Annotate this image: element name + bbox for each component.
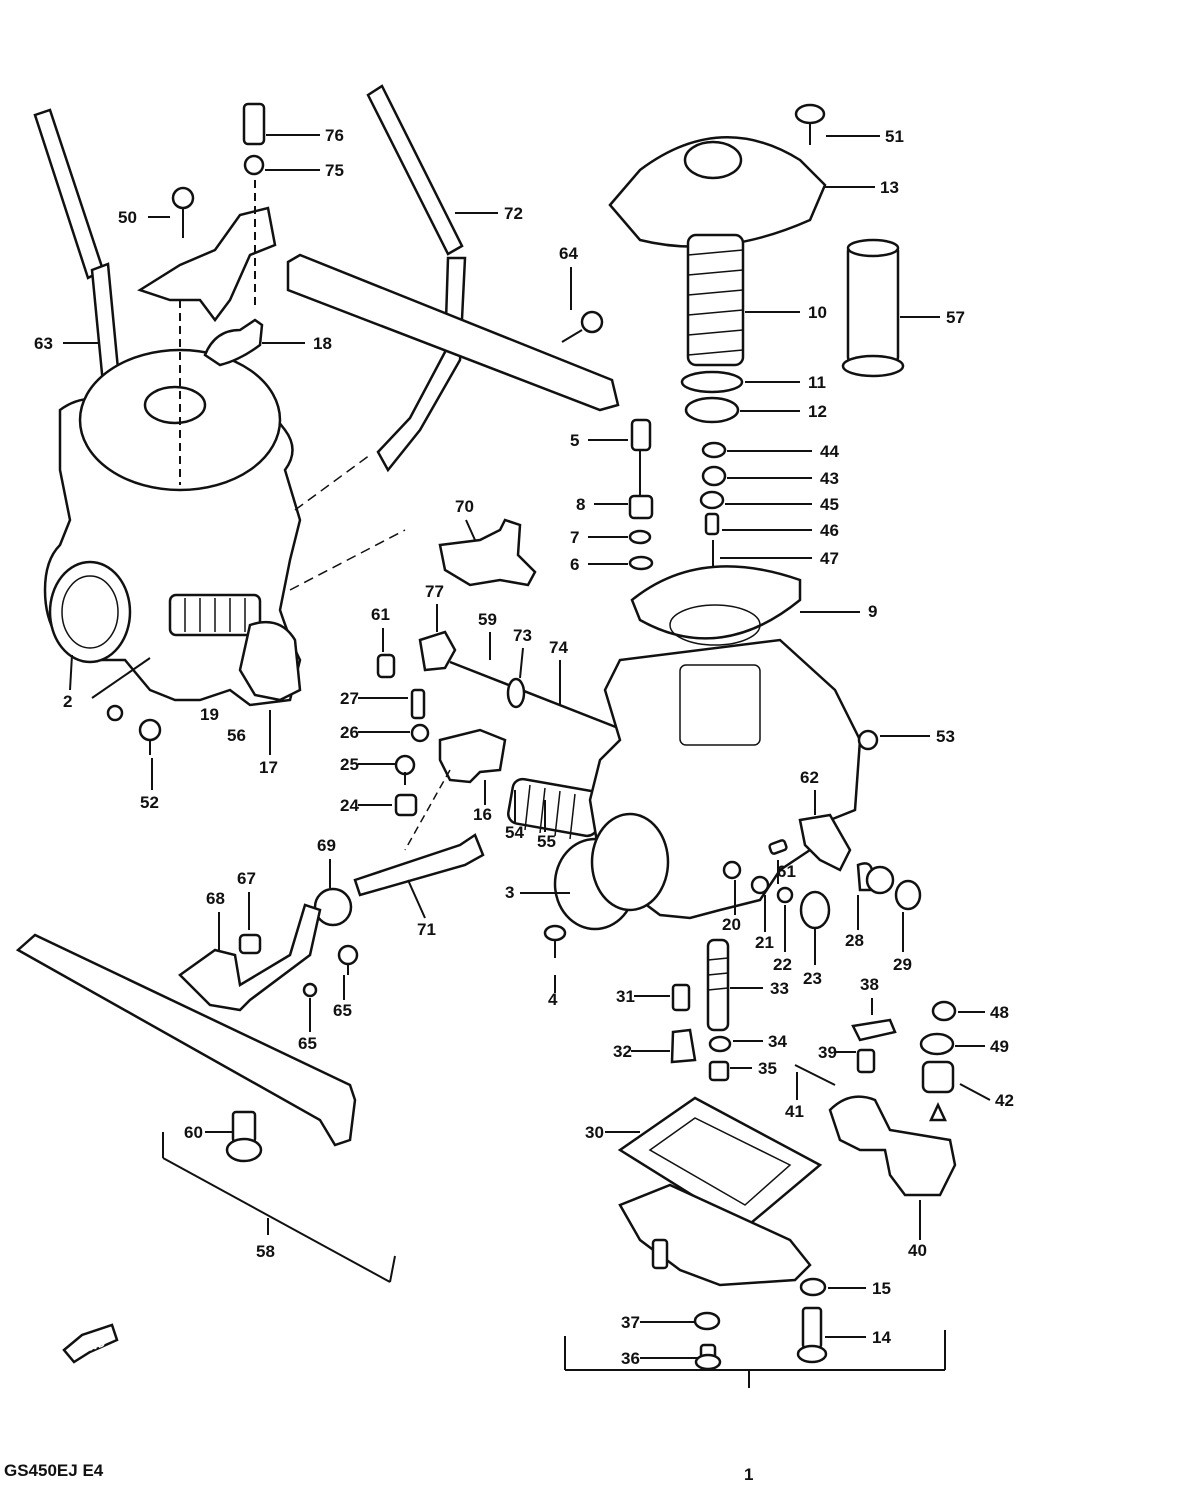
right-carburetor-drawing — [543, 103, 957, 1388]
part-label-48: 48 — [990, 1003, 1009, 1022]
part-label-59: 59 — [478, 610, 497, 629]
part-label-3: 3 — [505, 883, 514, 902]
model-code: GS450EJ E4 — [4, 1461, 104, 1480]
part-label-20: 20 — [722, 915, 741, 934]
part-label-25: 25 — [340, 755, 359, 774]
part-label-6: 6 — [570, 555, 579, 574]
part-label-18: 18 — [313, 334, 332, 353]
part-label-1: 1 — [744, 1465, 753, 1484]
part-label-72: 72 — [504, 204, 523, 223]
part-label-29: 29 — [893, 955, 912, 974]
part-label-4: 4 — [548, 990, 558, 1009]
part-label-33: 33 — [770, 979, 789, 998]
part-label-61: 61 — [777, 862, 796, 881]
part-label-41: 41 — [785, 1102, 804, 1121]
part-label-51: 51 — [885, 127, 904, 146]
part-label-21: 21 — [755, 933, 774, 952]
leader-line-73 — [519, 647, 524, 679]
part-label-58: 58 — [256, 1242, 275, 1261]
part-label-50: 50 — [118, 208, 137, 227]
part-label-61: 61 — [371, 605, 390, 624]
part-number-labels: 1234567891011121314151617181920212223242… — [34, 126, 1014, 1484]
part-label-56: 56 — [227, 726, 246, 745]
part-label-8: 8 — [576, 495, 585, 514]
part-label-74: 74 — [549, 638, 568, 657]
part-label-73: 73 — [513, 626, 532, 645]
part-label-70: 70 — [455, 497, 474, 516]
part-label-35: 35 — [758, 1059, 777, 1078]
part-label-49: 49 — [990, 1037, 1009, 1056]
part-label-14: 14 — [872, 1328, 891, 1347]
part-label-47: 47 — [820, 549, 839, 568]
part-label-22: 22 — [773, 955, 792, 974]
part-label-75: 75 — [325, 161, 344, 180]
part-label-71: 71 — [417, 920, 436, 939]
callout-leader-lines — [63, 134, 991, 1359]
part-label-16: 16 — [473, 805, 492, 824]
part-label-53: 53 — [936, 727, 955, 746]
part-label-60: 60 — [184, 1123, 203, 1142]
part-label-64: 64 — [559, 244, 578, 263]
leader-line-42 — [959, 1083, 991, 1101]
part-label-65: 65 — [333, 1001, 352, 1020]
part-label-45: 45 — [820, 495, 839, 514]
part-label-54: 54 — [505, 823, 524, 842]
part-label-23: 23 — [803, 969, 822, 988]
leader-line-70 — [465, 519, 476, 541]
part-label-10: 10 — [808, 303, 827, 322]
front-direction-marker: FWD — [62, 1323, 119, 1364]
left-carburetor-drawing — [33, 84, 467, 755]
leader-line-2 — [69, 654, 73, 691]
part-label-9: 9 — [868, 602, 877, 621]
part-label-11: 11 — [808, 373, 826, 392]
part-label-52: 52 — [140, 793, 159, 812]
part-label-5: 5 — [570, 431, 579, 450]
part-label-57: 57 — [946, 308, 965, 327]
part-label-55: 55 — [537, 832, 556, 851]
part-label-65: 65 — [298, 1034, 317, 1053]
part-label-28: 28 — [845, 931, 864, 950]
part-label-43: 43 — [820, 469, 839, 488]
part-label-36: 36 — [621, 1349, 640, 1368]
part-label-68: 68 — [206, 889, 225, 908]
part-label-12: 12 — [808, 402, 827, 421]
part-label-31: 31 — [616, 987, 635, 1006]
part-label-77: 77 — [425, 582, 444, 601]
part-label-2: 2 — [63, 692, 72, 711]
part-label-37: 37 — [621, 1313, 640, 1332]
part-label-67: 67 — [237, 869, 256, 888]
part-label-34: 34 — [768, 1032, 787, 1051]
part-label-76: 76 — [325, 126, 344, 145]
part-label-26: 26 — [340, 723, 359, 742]
part-label-44: 44 — [820, 442, 839, 461]
part-label-63: 63 — [34, 334, 53, 353]
part-label-19: 19 — [200, 705, 219, 724]
part-label-40: 40 — [908, 1241, 927, 1260]
part-label-46: 46 — [820, 521, 839, 540]
part-label-39: 39 — [818, 1043, 837, 1062]
part-label-38: 38 — [860, 975, 879, 994]
part-label-24: 24 — [340, 796, 359, 815]
part-label-32: 32 — [613, 1042, 632, 1061]
part-label-42: 42 — [995, 1091, 1014, 1110]
leader-line-71 — [407, 879, 426, 919]
part-label-30: 30 — [585, 1123, 604, 1142]
part-label-15: 15 — [872, 1279, 891, 1298]
part-label-69: 69 — [317, 836, 336, 855]
part-label-13: 13 — [880, 178, 899, 197]
part-label-7: 7 — [570, 528, 579, 547]
part-label-62: 62 — [800, 768, 819, 787]
part-label-27: 27 — [340, 689, 359, 708]
part-label-17: 17 — [259, 758, 278, 777]
